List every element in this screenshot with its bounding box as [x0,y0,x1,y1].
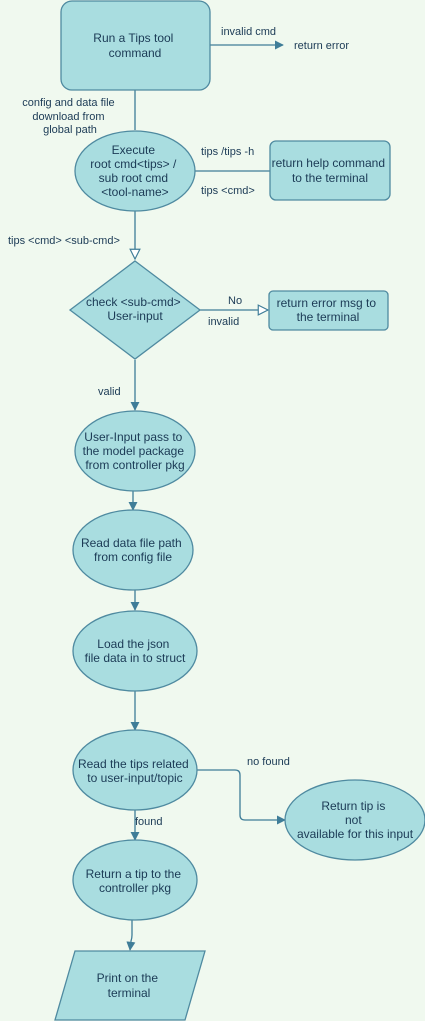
svg-text:return help command to t: return help command to the terminal [272,156,389,185]
svg-text:Read data file path from: Read data file path from config file [81,536,185,564]
label-tips-cmd-sub: tips <cmd> <sub-cmd> [8,235,120,247]
node-return-tip-line: Return a tip to the [86,867,182,881]
node-user-input-line: the model package [83,444,185,458]
label-config-download: config and data file download from globa… [22,97,117,136]
node-not-available-line: available for this input [297,827,414,841]
svg-text:Return a tip to the cont: Return a tip to the controller pkg [86,867,185,895]
label-tips-help: tips /tips -h [201,146,254,158]
node-check-line: User-input [107,309,163,323]
svg-text:Print on the terminal: Print on the terminal [97,971,162,1000]
node-help: return help command to the terminal [269,140,391,201]
label-config-download-line: download from [32,111,104,123]
svg-text:Return tip is not: Return tip is not available for this inp… [297,799,414,841]
edge-readtips-to-notavailable [195,769,286,825]
node-help-line: return help command [272,156,385,170]
node-check-line: check <sub-cmd> [86,295,181,309]
label-no: No [228,295,242,307]
node-read-path: Read data file path from config file [72,509,194,591]
node-not-available-line: Return tip is [321,799,385,813]
node-print: Print on the terminal [54,950,206,1021]
svg-text:check <sub-cmd> User-in: check <sub-cmd> User-input [86,295,184,323]
node-error-msg-line: the terminal [297,310,360,324]
node-not-available-line: not [345,813,362,827]
node-read-path-line: from config file [94,550,172,564]
label-found: found [135,816,163,828]
node-print-line: Print on the [97,971,159,985]
label-tips-cmd: tips <cmd> [201,185,255,197]
svg-text:Load the json file data: Load the json file data in to struct [85,637,186,665]
node-execute: Execute root cmd<tips> / sub root cmd <t… [74,130,196,212]
label-invalid: invalid [208,316,239,328]
node-load-json: Load the json file data in to struct [72,610,198,692]
node-print-line: terminal [108,986,151,1000]
label-config-download-line: config and data file [22,97,114,109]
node-error-msg-line: return error msg to [277,296,377,310]
node-read-tips: Read the tips related to user-input/topi… [72,729,198,811]
node-read-tips-line: Read the tips related [78,757,189,771]
node-execute-line: <tool-name> [101,185,168,199]
edge-returntip-to-print [126,920,136,951]
node-not-available: Return tip is not available for this inp… [284,779,425,861]
node-load-json-line: file data in to struct [85,651,186,665]
label-no-found: no found [247,756,290,768]
label-valid: valid [98,386,121,398]
node-load-json-line: Load the json [97,637,169,651]
node-user-input-line: from controller pkg [85,458,184,472]
node-read-tips-line: to user-input/topic [87,771,182,785]
node-error-msg: return error msg to the terminal [268,290,389,331]
svg-text:return error msg to the: return error msg to the terminal [277,296,380,324]
node-run-tool: Run a Tips tool command [60,0,211,91]
node-user-input-line: User-Input pass to [84,430,182,444]
svg-text:Run a Tips tool command: Run a Tips tool command [93,31,176,60]
node-check-decision: check <sub-cmd> User-input [68,260,202,360]
node-execute-line: Execute [112,143,156,157]
node-help-line: to the terminal [292,171,368,185]
node-return-tip: Return a tip to the controller pkg [72,839,198,921]
node-read-path-line: Read data file path [81,536,182,550]
node-return-tip-line: controller pkg [99,881,171,895]
label-return-error: return error [294,40,349,52]
label-config-download-line: global path [43,124,97,136]
label-invalid-cmd: invalid cmd [221,26,276,38]
node-execute-line: root cmd<tips> / [90,157,177,171]
node-execute-line: sub root cmd [99,171,168,185]
svg-text:Read the tips related to: Read the tips related to user-input/topi… [78,757,192,785]
node-run-tool-line: Run a Tips tool [93,31,173,45]
node-user-input: User-Input pass to the model package fro… [74,410,196,492]
svg-text:User-Input pass to the m: User-Input pass to the model package fro… [83,430,188,472]
node-run-tool-line: command [109,46,162,60]
svg-text:Execute root cmd<tips> /: Execute root cmd<tips> / sub root cmd <t… [90,143,179,199]
